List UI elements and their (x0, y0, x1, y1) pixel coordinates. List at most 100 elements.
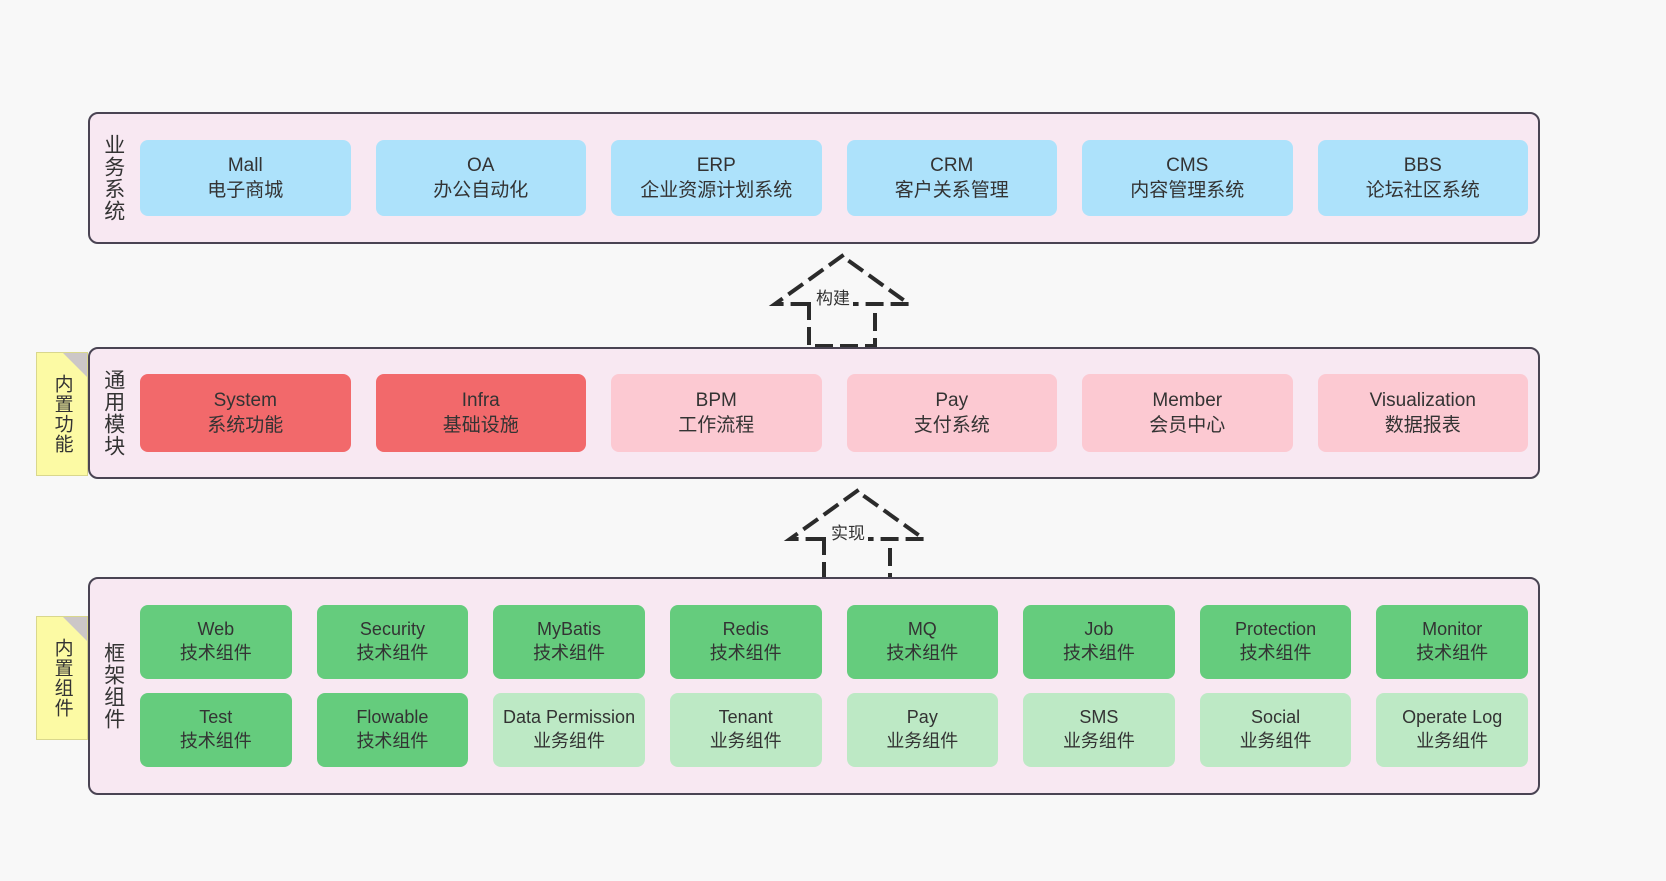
card-security[interactable]: Security 技术组件 (316, 605, 469, 679)
card-subtitle: 技术组件 (179, 731, 252, 751)
card-title: Web (197, 619, 235, 640)
card-title: Visualization (1369, 389, 1476, 411)
layer-title-business-system: 业务系统 (101, 134, 125, 222)
card-subtitle: 业务组件 (1239, 731, 1312, 751)
card-test[interactable]: Test 技术组件 (140, 693, 292, 767)
card-title: Job (1084, 619, 1114, 640)
card-title: Mall (227, 154, 263, 176)
connector-label-implement: 实现 (828, 524, 868, 545)
card-subtitle: 工作流程 (678, 415, 755, 436)
card-pay-business[interactable]: Pay 业务组件 (846, 693, 999, 767)
connector-build: 构建 (757, 252, 927, 348)
layer-common-module: 通用模块 System 系统功能 Infra 基础设施 BPM 工作流程 Pay… (88, 347, 1540, 479)
card-title: ERP (696, 154, 736, 176)
connector-label-build: 构建 (813, 289, 853, 310)
card-mall[interactable]: Mall 电子商城 (140, 140, 351, 216)
card-sms[interactable]: SMS 业务组件 (1023, 693, 1175, 767)
card-title: Tenant (718, 707, 773, 728)
card-protection[interactable]: Protection 技术组件 (1199, 605, 1352, 679)
card-crm[interactable]: CRM 客户关系管理 (846, 140, 1057, 216)
card-title: Social (1251, 707, 1301, 728)
card-title: OA (467, 154, 495, 176)
card-subtitle: 技术组件 (179, 643, 252, 663)
card-subtitle: 业务组件 (1062, 731, 1135, 751)
connector-implement: 实现 (772, 487, 942, 583)
card-subtitle: 技术组件 (1062, 643, 1135, 663)
layer-body-framework-component: Web 技术组件 Security 技术组件 MyBatis 技术组件 Redi… (136, 579, 1538, 793)
card-subtitle: 技术组件 (1416, 643, 1489, 663)
card-bpm[interactable]: BPM 工作流程 (611, 374, 822, 452)
card-infra[interactable]: Infra 基础设施 (375, 374, 586, 452)
note-label: 内置组件 (51, 638, 73, 718)
card-title: Operate Log (1402, 707, 1503, 728)
card-subtitle: 办公自动化 (433, 180, 529, 201)
card-system[interactable]: System 系统功能 (140, 374, 351, 452)
card-job[interactable]: Job 技术组件 (1023, 605, 1175, 679)
card-oa[interactable]: OA 办公自动化 (375, 140, 586, 216)
note-builtin-function: 内置功能 (36, 352, 88, 476)
card-pay[interactable]: Pay 支付系统 (846, 374, 1057, 452)
layer-framework-component: 框架组件 Web 技术组件 Security 技术组件 MyBatis 技术组件… (88, 577, 1540, 795)
card-member[interactable]: Member 会员中心 (1082, 374, 1293, 452)
card-title: Protection (1235, 619, 1317, 640)
card-subtitle: 技术组件 (533, 643, 606, 663)
card-title: Redis (722, 619, 769, 640)
card-erp[interactable]: ERP 企业资源计划系统 (611, 140, 822, 216)
card-web[interactable]: Web 技术组件 (140, 605, 292, 679)
card-subtitle: 技术组件 (886, 643, 959, 663)
card-row: Web 技术组件 Security 技术组件 MyBatis 技术组件 Redi… (140, 605, 1528, 679)
card-subtitle: 基础设施 (442, 415, 519, 436)
card-subtitle: 技术组件 (1239, 643, 1312, 663)
card-title: MyBatis (537, 619, 602, 640)
card-title: BPM (695, 389, 737, 411)
card-subtitle: 技术组件 (356, 643, 429, 663)
layer-body-business-system: Mall 电子商城 OA 办公自动化 ERP 企业资源计划系统 CRM 客户关系… (136, 114, 1538, 242)
card-title: Data Permission (503, 707, 636, 728)
card-title: BBS (1403, 154, 1442, 176)
card-title: Pay (935, 389, 969, 411)
card-cms[interactable]: CMS 内容管理系统 (1082, 140, 1293, 216)
card-subtitle: 业务组件 (886, 731, 959, 751)
card-title: CRM (930, 154, 974, 176)
card-flowable[interactable]: Flowable 技术组件 (316, 693, 469, 767)
card-bbs[interactable]: BBS 论坛社区系统 (1317, 140, 1528, 216)
card-subtitle: 业务组件 (709, 731, 782, 751)
card-row: Mall 电子商城 OA 办公自动化 ERP 企业资源计划系统 CRM 客户关系… (140, 140, 1528, 216)
card-title: Infra (461, 389, 500, 411)
card-subtitle: 论坛社区系统 (1365, 180, 1480, 201)
card-mq[interactable]: MQ 技术组件 (846, 605, 999, 679)
card-title: Test (199, 707, 233, 728)
card-visualization[interactable]: Visualization 数据报表 (1317, 374, 1528, 452)
card-title: Security (359, 619, 425, 640)
card-subtitle: 数据报表 (1384, 415, 1461, 436)
card-title: SMS (1079, 707, 1119, 728)
card-title: MQ (907, 619, 937, 640)
layer-title-common-module: 通用模块 (101, 369, 125, 457)
card-subtitle: 客户关系管理 (894, 180, 1009, 201)
card-subtitle: 技术组件 (356, 731, 429, 751)
card-social[interactable]: Social 业务组件 (1199, 693, 1352, 767)
card-subtitle: 系统功能 (207, 415, 284, 436)
card-monitor[interactable]: Monitor 技术组件 (1376, 605, 1528, 679)
card-subtitle: 内容管理系统 (1130, 180, 1245, 201)
card-title: Member (1152, 389, 1223, 411)
card-subtitle: 会员中心 (1149, 415, 1226, 436)
card-tenant[interactable]: Tenant 业务组件 (669, 693, 822, 767)
card-mybatis[interactable]: MyBatis 技术组件 (493, 605, 645, 679)
card-title: Flowable (356, 707, 429, 728)
card-title: CMS (1166, 154, 1209, 176)
card-subtitle: 业务组件 (533, 731, 606, 751)
note-builtin-component: 内置组件 (36, 616, 88, 740)
card-row: System 系统功能 Infra 基础设施 BPM 工作流程 Pay 支付系统… (140, 374, 1528, 452)
card-row: Test 技术组件 Flowable 技术组件 Data Permission … (140, 693, 1528, 767)
card-title: Pay (906, 707, 938, 728)
layer-title-framework-component: 框架组件 (101, 642, 125, 730)
card-subtitle: 电子商城 (207, 180, 284, 201)
card-redis[interactable]: Redis 技术组件 (669, 605, 822, 679)
card-subtitle: 业务组件 (1416, 731, 1489, 751)
card-title: Monitor (1422, 619, 1483, 640)
note-label: 内置功能 (51, 374, 73, 454)
card-data-permission[interactable]: Data Permission 业务组件 (493, 693, 645, 767)
layer-business-system: 业务系统 Mall 电子商城 OA 办公自动化 ERP 企业资源计划系统 CRM… (88, 112, 1540, 244)
card-operate-log[interactable]: Operate Log 业务组件 (1376, 693, 1528, 767)
